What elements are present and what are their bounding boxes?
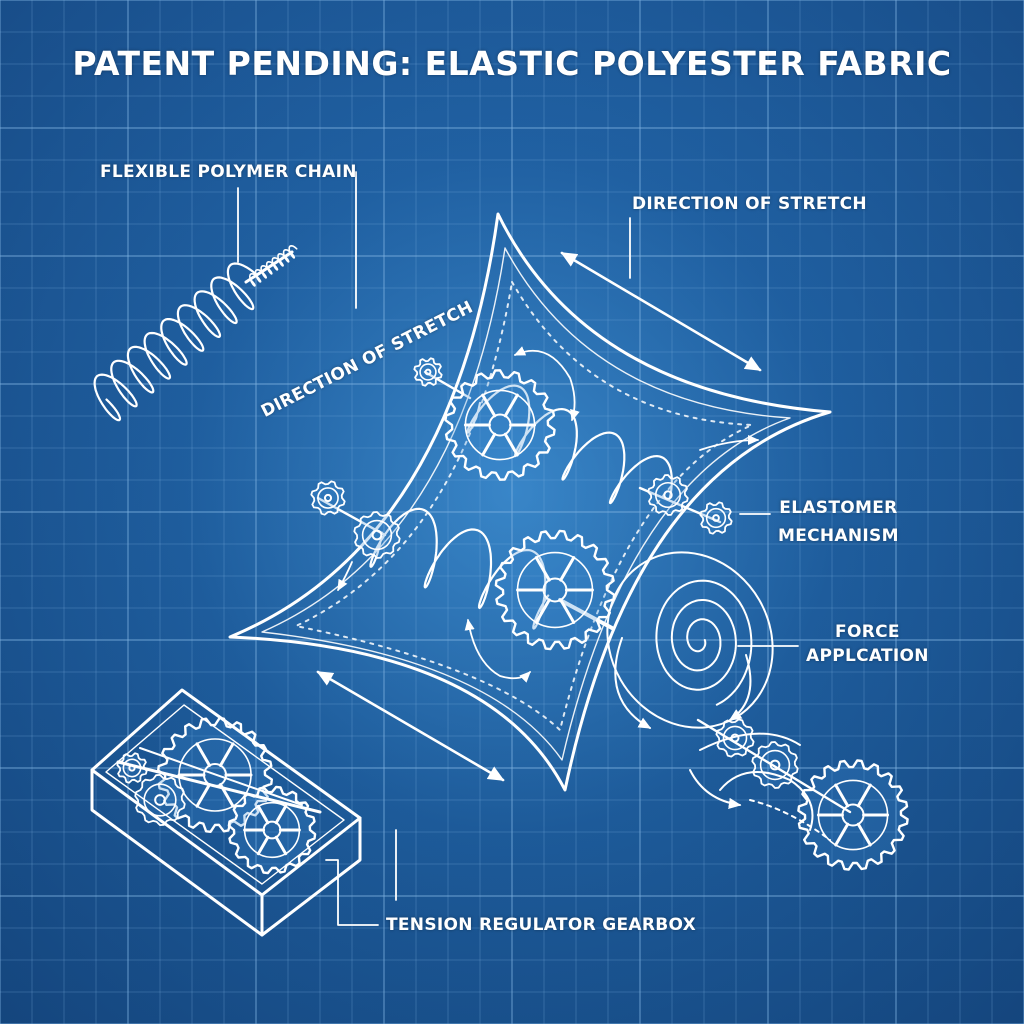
gear-left-tiny-icon xyxy=(310,480,346,516)
stretch-arrow-top xyxy=(560,251,762,372)
gear-top-icon xyxy=(444,369,556,481)
gear-right-tiny-icon xyxy=(699,501,733,535)
page-title: PATENT PENDING: ELASTIC POLYESTER FABRIC xyxy=(72,44,952,83)
rotation-arrows xyxy=(337,346,760,683)
gear-force-mid-icon xyxy=(751,741,799,789)
gear-force-large-icon xyxy=(797,759,909,871)
label-elastomer-mechanism: ELASTOMER MECHANISM xyxy=(778,494,899,550)
force-application-spiral xyxy=(606,551,852,841)
label-direction-of-stretch-top: DIRECTION OF STRETCH xyxy=(632,194,867,214)
fabric-swatch xyxy=(228,212,832,792)
tension-regulator-gearbox xyxy=(90,688,362,937)
gear-box-right-icon xyxy=(227,785,317,875)
stretch-arrows xyxy=(316,251,762,782)
gear-left-small-icon xyxy=(353,511,401,559)
gear-right-small-icon xyxy=(647,474,689,516)
label-flexible-polymer-chain: FLEXIBLE POLYMER CHAIN xyxy=(100,162,357,182)
label-elastomer-line1: ELASTOMER xyxy=(779,498,898,518)
label-force-line1: FORCE xyxy=(835,622,900,642)
label-tension-regulator-gearbox: TENSION REGULATOR GEARBOX xyxy=(386,915,697,935)
stretch-arrow-bottom xyxy=(316,670,505,782)
gear-center-icon xyxy=(494,529,616,651)
label-force-application: FORCE APPLCATION xyxy=(806,620,929,668)
leader-lines xyxy=(237,171,799,926)
label-force-line2: APPLCATION xyxy=(806,646,929,666)
polymer-chain-spring xyxy=(93,245,298,422)
gear-top-tiny-icon xyxy=(413,357,443,387)
label-elastomer-line2: MECHANISM xyxy=(778,526,899,546)
leader-gearbox xyxy=(325,859,379,926)
